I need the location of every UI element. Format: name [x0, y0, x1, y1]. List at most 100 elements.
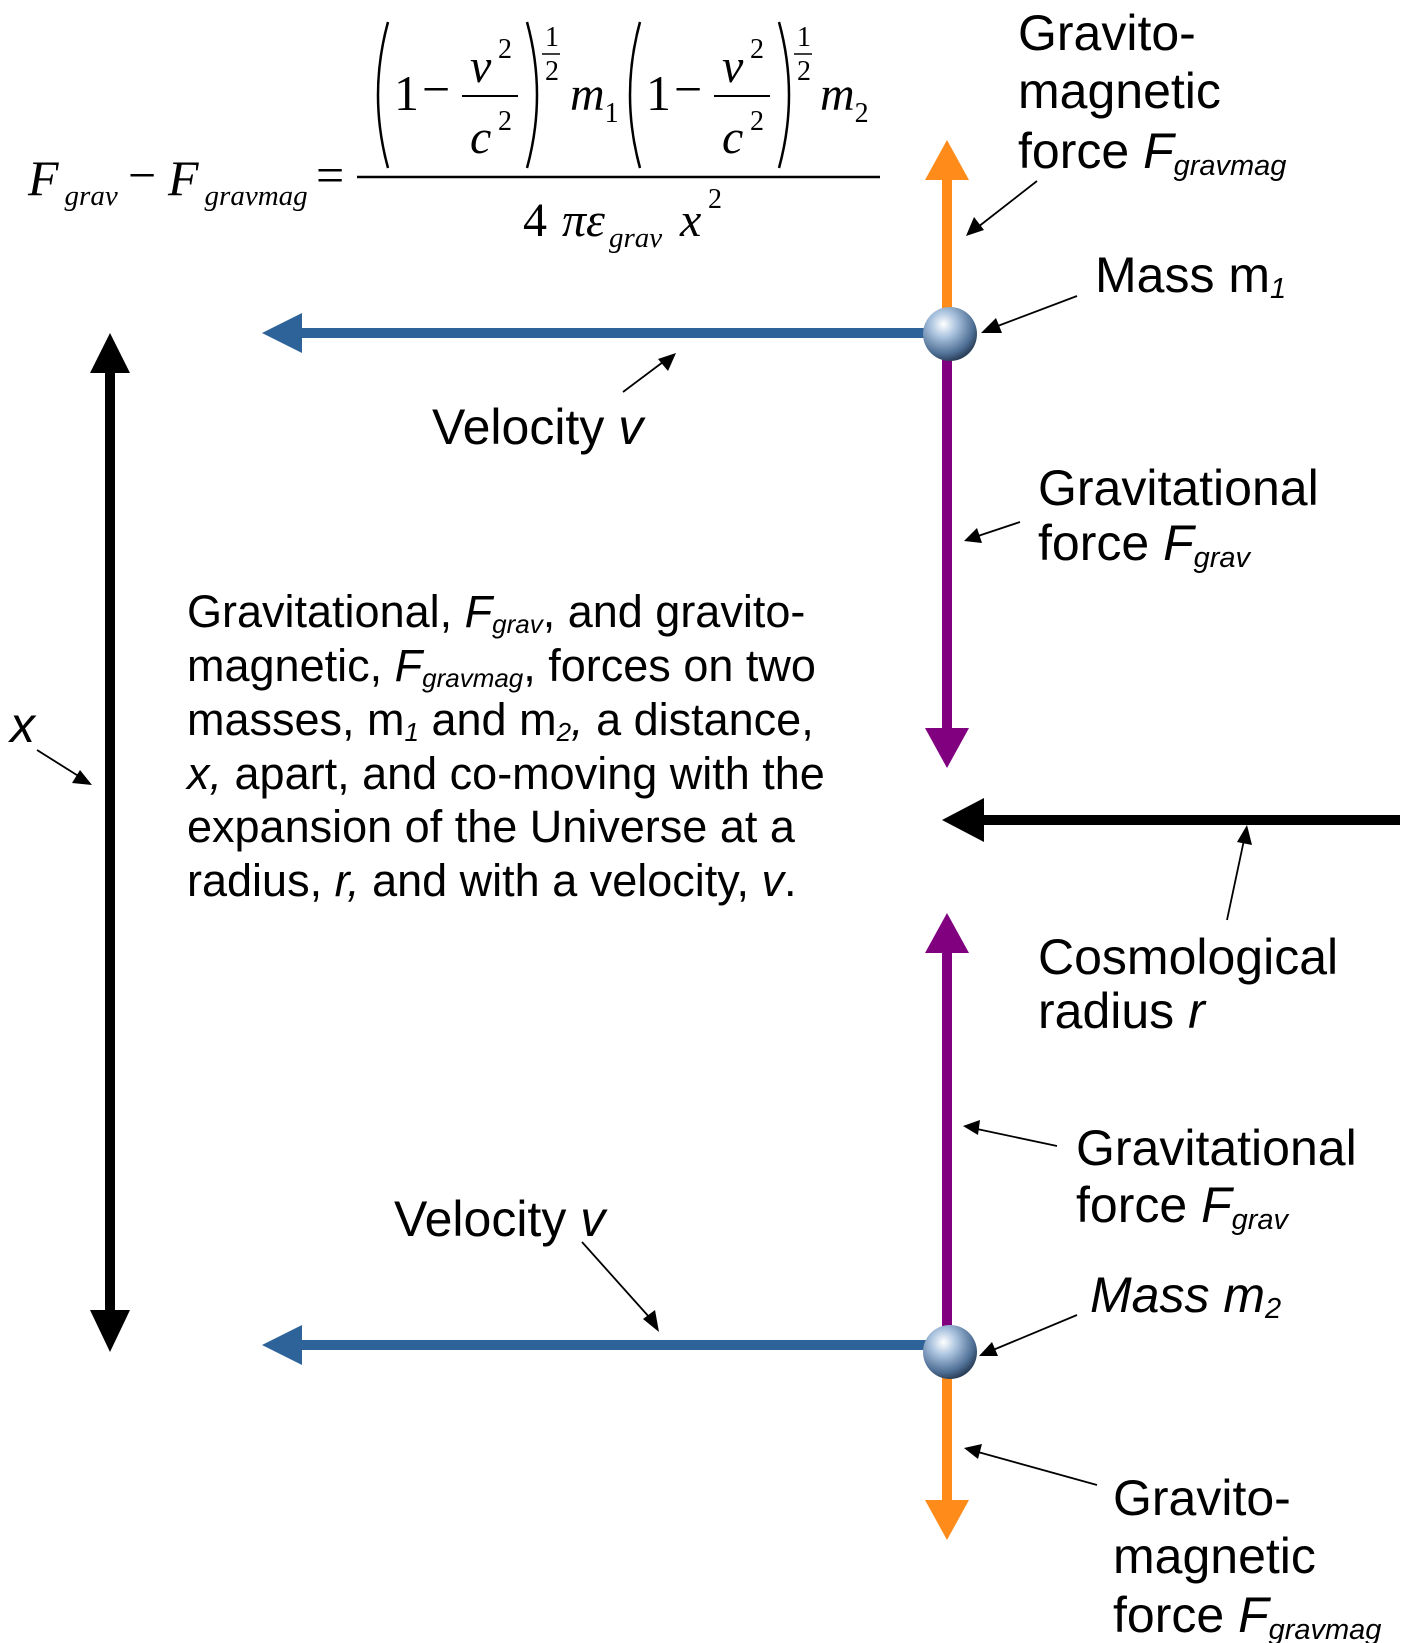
- mass-1-sphere: [923, 307, 977, 361]
- text-fragment: grav: [492, 609, 545, 639]
- grav-bottom-line2: force: [1076, 1177, 1201, 1233]
- formula-operator: −: [422, 61, 450, 117]
- distance-arrow-x: [90, 333, 130, 1352]
- gravmag-bottom-line2: magnetic: [1113, 1528, 1316, 1584]
- paren-right: [525, 21, 539, 169]
- svg-text:magnetic, Fgravmag, forces on: magnetic, Fgravmag, forces on two: [187, 640, 816, 693]
- label-x: x: [8, 697, 37, 753]
- text-fragment: r,: [335, 855, 360, 906]
- paren-left: [628, 21, 642, 169]
- velocity-bottom-symbol: v: [580, 1191, 608, 1247]
- formula-operator: −: [128, 147, 156, 203]
- text-fragment: gravmag: [422, 663, 524, 693]
- gravmag-bottom-symbol: F: [1238, 1587, 1271, 1643]
- text-fragment: radius,: [187, 855, 335, 906]
- mass-2-sphere: [923, 1325, 977, 1379]
- text-fragment: , and gravito-: [543, 586, 806, 637]
- formula-subscript: 1: [605, 98, 619, 129]
- grav-bottom-line1: Gravitational: [1076, 1120, 1357, 1176]
- text-fragment: masses, m: [187, 694, 405, 745]
- text-fragment: magnetic,: [187, 640, 395, 691]
- text-fragment: and m: [419, 694, 557, 745]
- text-fragment: F: [465, 586, 495, 637]
- svg-text:force Fgravmag: force Fgravmag: [1113, 1587, 1381, 1643]
- svg-text:x, apart, and co-moving with t: x, apart, and co-moving with the: [185, 748, 825, 799]
- pointer-velocity-bottom: [581, 1241, 659, 1332]
- text-fragment: ,: [571, 694, 584, 745]
- svg-text:radius r: radius r: [1038, 983, 1207, 1039]
- svg-text:force Fgravmag: force Fgravmag: [1018, 123, 1286, 182]
- svg-text:Mass m2: Mass m2: [1090, 1267, 1281, 1325]
- formula-subscript: gravmag: [205, 180, 308, 212]
- grav-arrow-bottom: [925, 913, 969, 1332]
- grav-top-line2: force: [1038, 515, 1163, 571]
- formula-exponent: 2: [750, 34, 764, 65]
- cosmo-line1: Cosmological: [1038, 929, 1338, 985]
- formula-symbol: x: [679, 194, 701, 247]
- gravmag-bottom-line1: Gravito-: [1113, 1470, 1291, 1526]
- text-fragment: .: [784, 855, 797, 906]
- formula-symbol: m: [570, 68, 605, 121]
- paren-left: [376, 21, 390, 169]
- pointer-cosmo: [1226, 825, 1252, 921]
- gravmag-top-symbol: F: [1143, 123, 1176, 179]
- svg-text:Fgrav: Fgrav: [27, 150, 118, 212]
- velocity-top-symbol: v: [618, 399, 646, 455]
- gravmag-top-line2: magnetic: [1018, 63, 1221, 119]
- grav-bottom-subscript: grav: [1232, 1204, 1290, 1236]
- svg-text:m2: m2: [820, 68, 869, 129]
- pointer-mass1: [981, 295, 1078, 333]
- formula-operator: =: [316, 147, 344, 203]
- paren-right: [777, 21, 791, 169]
- svg-text:force Fgrav: force Fgrav: [1076, 1177, 1290, 1236]
- velocity-top-label: Velocity: [432, 399, 618, 455]
- text-fragment: 2: [556, 717, 572, 747]
- cosmological-radius-arrow: [942, 798, 1400, 842]
- svg-text:radius, r, and with a velocity: radius, r, and with a velocity, v.: [187, 855, 796, 906]
- formula-exponent: 2: [498, 106, 512, 137]
- formula-subscript: 2: [855, 98, 869, 129]
- grav-bottom-symbol: F: [1201, 1177, 1234, 1233]
- formula-symbol: m: [820, 68, 855, 121]
- velocity-bottom-label: Velocity: [394, 1191, 580, 1247]
- formula-subscript: grav: [609, 222, 662, 254]
- formula-exponent: 2: [498, 34, 512, 65]
- svg-text:m1: m1: [570, 68, 619, 129]
- text-fragment: x,: [185, 748, 222, 799]
- text-fragment: apart, and co-moving with the: [222, 748, 825, 799]
- formula-exponent: 1: [797, 22, 811, 53]
- grav-top-symbol: F: [1163, 515, 1196, 571]
- gravmag-bottom-line3: force: [1113, 1587, 1238, 1643]
- mass1-subscript: 1: [1270, 273, 1286, 305]
- formula-exponent: 2: [750, 106, 764, 137]
- text-fragment: 1: [405, 717, 419, 747]
- text-fragment: v: [761, 855, 786, 906]
- gravmag-top-line1: Gravito-: [1018, 5, 1196, 61]
- velocity-arrow-bottom: [262, 1325, 935, 1365]
- svg-text:Velocity v: Velocity v: [394, 1191, 608, 1247]
- svg-text:Mass m1: Mass m1: [1095, 247, 1286, 305]
- pointer-grav-top: [964, 521, 1021, 543]
- svg-text:Velocity v: Velocity v: [432, 399, 646, 455]
- pointer-velocity-top: [622, 353, 676, 393]
- cosmo-line2: radius: [1038, 983, 1188, 1039]
- text-fragment: F: [395, 640, 425, 691]
- gravmag-top-subscript: gravmag: [1174, 150, 1287, 182]
- text-fragment: , forces on two: [523, 640, 816, 691]
- text-fragment: Gravitational,: [187, 586, 465, 637]
- mass1-label: Mass m: [1095, 247, 1270, 303]
- svg-text:Fgravmag: Fgravmag: [167, 150, 308, 212]
- formula-exponent: 1: [545, 22, 559, 53]
- formula-symbol: v: [722, 40, 744, 93]
- formula-symbol: F: [27, 150, 59, 206]
- mass2-subscript: 2: [1264, 1293, 1281, 1325]
- description-paragraph: Gravitational, Fgrav, and gravito- magne…: [185, 586, 825, 906]
- gravmag-top-line3: force: [1018, 123, 1143, 179]
- gravmag-arrow-bottom: [925, 1360, 969, 1540]
- pointer-grav-bottom: [963, 1120, 1058, 1147]
- pointer-gravmag-bottom: [964, 1444, 1098, 1486]
- formula-exponent: 2: [797, 56, 811, 87]
- cosmo-symbol: r: [1188, 983, 1207, 1039]
